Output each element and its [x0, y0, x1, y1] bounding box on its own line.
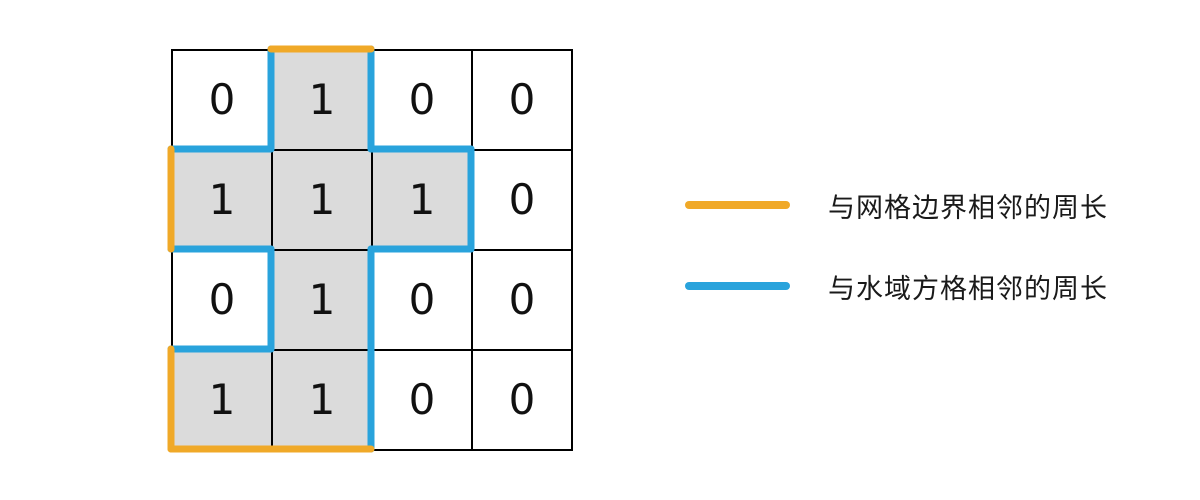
cell-value: 0 — [408, 75, 436, 124]
grid-cell-r3c1-land: 1 — [272, 350, 372, 450]
grid-cell-r1c0-land: 1 — [172, 150, 272, 250]
cell-value: 1 — [408, 175, 436, 224]
cell-value: 0 — [208, 275, 236, 324]
grid-cell-r3c3-water: 0 — [472, 350, 572, 450]
cell-value: 1 — [308, 375, 336, 424]
water-perimeter-line-swatch — [685, 282, 790, 290]
legend-label-boundary: 与网格边界相邻的周长 — [828, 192, 1108, 223]
grid-cell-r0c2-water: 0 — [372, 50, 472, 150]
cell-value: 0 — [408, 375, 436, 424]
cell-value: 1 — [208, 375, 236, 424]
grid-cell-r1c2-land: 1 — [372, 150, 472, 250]
cell-value: 0 — [508, 375, 536, 424]
grid-cell-r2c3-water: 0 — [472, 250, 572, 350]
grid-cell-r2c2-water: 0 — [372, 250, 472, 350]
legend: 与网格边界相邻的周长 与水域方格相邻的周长 — [685, 186, 1108, 305]
cell-value: 1 — [308, 75, 336, 124]
cell-value: 1 — [308, 175, 336, 224]
island-grid: 0 1 0 0 1 1 1 0 0 1 0 0 1 1 0 0 — [171, 49, 573, 451]
cell-value: 0 — [408, 275, 436, 324]
grid-cell-r3c2-water: 0 — [372, 350, 472, 450]
cell-value: 1 — [208, 175, 236, 224]
cell-value: 0 — [508, 75, 536, 124]
grid-cell-r1c1-land: 1 — [272, 150, 372, 250]
grid-cell-r1c3-water: 0 — [472, 150, 572, 250]
boundary-perimeter-line-swatch — [685, 201, 790, 209]
grid-cell-r0c3-water: 0 — [472, 50, 572, 150]
legend-label-water: 与水域方格相邻的周长 — [828, 273, 1108, 304]
grid-cell-r3c0-land: 1 — [172, 350, 272, 450]
legend-item-boundary: 与网格边界相邻的周长 — [685, 186, 1108, 224]
grid-cell-r0c0-water: 0 — [172, 50, 272, 150]
legend-item-water: 与水域方格相邻的周长 — [685, 267, 1108, 305]
cell-value: 1 — [308, 275, 336, 324]
grid-cell-r2c1-land: 1 — [272, 250, 372, 350]
grid-cell-r2c0-water: 0 — [172, 250, 272, 350]
cell-value: 0 — [508, 275, 536, 324]
cell-value: 0 — [508, 175, 536, 224]
grid-cell-r0c1-land: 1 — [272, 50, 372, 150]
cell-value: 0 — [208, 75, 236, 124]
